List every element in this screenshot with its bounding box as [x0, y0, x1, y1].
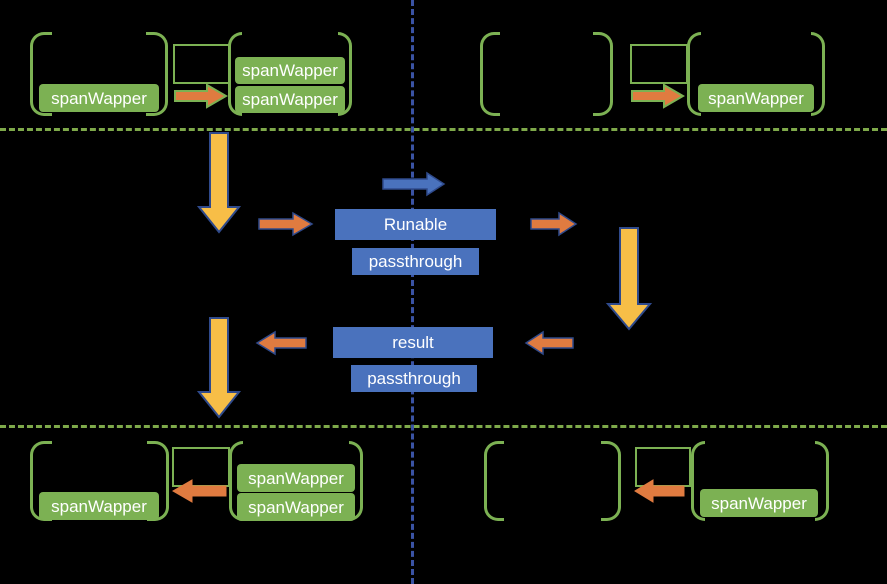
empty-box-top-left — [173, 44, 230, 84]
arrow-left-bottom-right — [634, 479, 685, 503]
arrow-yellow-down-lower-left — [196, 317, 242, 419]
pill-spanwapper-bottom-left-1: spanWapper — [39, 492, 159, 520]
pill-spanwapper-bottom-left-inner-2: spanWapper — [237, 493, 355, 521]
pill-spanwapper-top-right-inner-1: spanWapper — [698, 84, 814, 112]
arrow-orange-right-into-runable — [258, 211, 314, 237]
arrow-orange-left-into-result — [524, 330, 574, 356]
pill-spanwapper-top-left-inner-2: spanWapper — [235, 86, 345, 113]
bracket-open-top-right-inner — [687, 32, 701, 116]
pill-spanwapper-top-left-inner-1: spanWapper — [235, 57, 345, 84]
arrow-yellow-down-upper-left — [196, 132, 242, 234]
bracket-open-top-left — [30, 32, 52, 116]
bracket-close-top-right — [593, 32, 613, 116]
bracket-close-top-left — [146, 32, 168, 116]
bracket-open-bottom-left-inner — [229, 441, 243, 521]
arrow-right-top-right — [631, 83, 685, 109]
bracket-open-bottom-right — [484, 441, 504, 521]
bracket-open-top-right — [480, 32, 500, 116]
bracket-open-top-left-inner — [228, 32, 242, 116]
empty-box-top-right — [630, 44, 688, 84]
pill-spanwapper-top-left-1: spanWapper — [39, 84, 159, 112]
lower-green-dashed-divider — [0, 425, 887, 428]
bracket-close-bottom-right — [601, 441, 621, 521]
arrow-right-top-left — [174, 83, 228, 109]
arrow-orange-left-out-of-result — [255, 330, 307, 356]
bracket-close-bottom-left — [147, 441, 169, 521]
box-runable-passthrough: passthrough — [352, 248, 479, 275]
arrow-blue-right-middle — [382, 171, 446, 197]
box-result-passthrough: passthrough — [351, 365, 477, 392]
pill-spanwapper-bottom-right-inner-1: spanWapper — [700, 489, 818, 517]
bracket-open-bottom-right-inner — [691, 441, 705, 521]
box-result: result — [333, 327, 493, 358]
arrow-orange-right-out-of-runable — [530, 211, 578, 237]
arrow-left-bottom-left — [172, 479, 227, 503]
center-blue-dashed-divider — [411, 0, 414, 584]
pill-spanwapper-bottom-left-inner-1: spanWapper — [237, 464, 355, 492]
arrow-yellow-down-right — [605, 227, 653, 331]
box-runable: Runable — [335, 209, 496, 240]
upper-green-dashed-divider — [0, 128, 887, 131]
